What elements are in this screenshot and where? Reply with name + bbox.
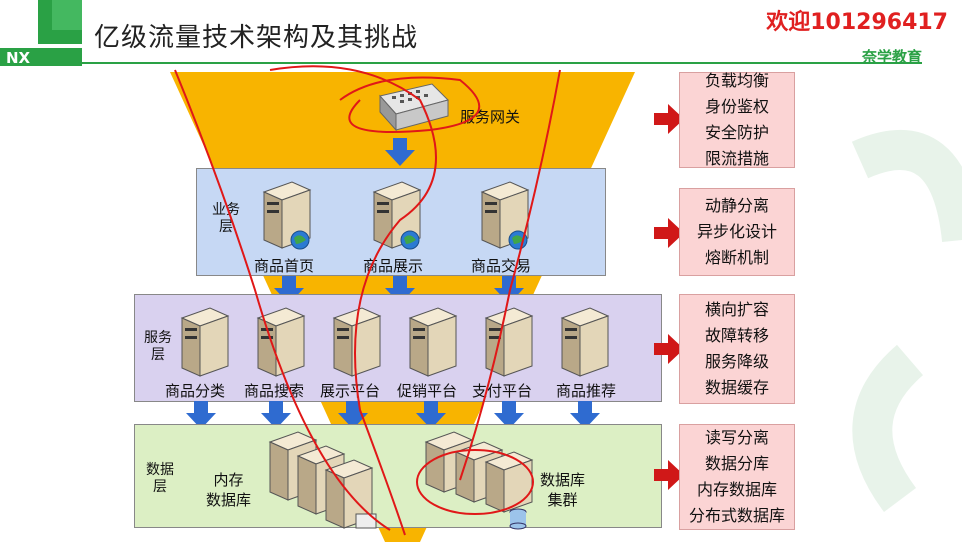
server-icon	[256, 307, 306, 377]
challenge-item: 动静分离	[704, 196, 769, 215]
red-arrow-icon	[654, 104, 684, 134]
handwritten-annotation	[174, 65, 561, 536]
challenge-item: 服务降级	[704, 352, 769, 371]
challenge-item: 横向扩容	[704, 300, 769, 319]
down-arrow-icon	[385, 276, 415, 304]
brand-logo: NX	[0, 0, 82, 67]
server-icon	[480, 181, 530, 250]
welcome-text: 欢迎101296417	[766, 10, 948, 35]
background-decoration	[851, 130, 962, 512]
red-arrow-icon	[654, 334, 684, 364]
down-arrow-icon	[261, 401, 291, 429]
service-item-label: 促销平台	[397, 382, 458, 400]
challenge-item: 内存数据库	[696, 480, 777, 499]
server-icon	[262, 181, 312, 250]
challenge-item: 数据缓存	[704, 378, 769, 397]
logo-text: NX	[6, 49, 31, 66]
down-arrow-icon	[338, 401, 368, 429]
red-arrow-icon	[654, 460, 684, 490]
challenge-item: 异步化设计	[696, 222, 777, 241]
gateway-device-icon	[379, 83, 449, 132]
challenge-item: 安全防护	[704, 123, 769, 142]
challenge-item: 数据分库	[704, 454, 769, 473]
db-cluster-label: 数据库 集群	[540, 471, 586, 509]
server-icon	[180, 307, 230, 377]
org-name: 奈学教育	[861, 48, 922, 66]
red-arrow-icon	[654, 218, 684, 248]
business-item-label: 商品首页	[254, 257, 315, 275]
challenge-item: 限流措施	[704, 149, 769, 168]
challenge-box-service: 横向扩容 故障转移 服务降级 数据缓存	[679, 294, 795, 404]
down-arrow-icon	[570, 401, 600, 429]
server-icon	[372, 181, 422, 250]
title-divider	[82, 62, 922, 64]
gateway-label: 服务网关	[460, 108, 521, 126]
down-arrow-icon	[494, 401, 524, 429]
down-arrow-icon	[274, 276, 304, 304]
business-item-label: 商品展示	[363, 257, 424, 275]
service-item-label: 商品推荐	[556, 382, 617, 400]
challenge-item: 分布式数据库	[688, 506, 785, 525]
page-title: 亿级流量技术架构及其挑战	[94, 23, 419, 53]
challenge-item: 身份鉴权	[704, 97, 769, 116]
data-layer-label: 数据 层	[146, 462, 174, 495]
challenge-item: 负载均衡	[704, 71, 769, 90]
challenge-box-gateway: 负载均衡 身份鉴权 安全防护 限流措施	[679, 71, 795, 168]
server-icon	[332, 307, 382, 377]
service-item-label: 展示平台	[320, 382, 381, 400]
challenge-box-business: 动静分离 异步化设计 熔断机制	[679, 188, 795, 276]
down-arrow-icon	[416, 401, 446, 429]
service-layer-label: 服务 层	[144, 330, 172, 363]
business-layer-label: 业务 层	[212, 202, 240, 235]
memory-db-label: 内存 数据库	[206, 471, 252, 509]
service-item-label: 商品分类	[165, 382, 226, 400]
challenge-item: 读写分离	[704, 428, 769, 447]
challenge-item: 故障转移	[704, 326, 769, 345]
challenge-item: 熔断机制	[704, 248, 769, 267]
challenge-box-data: 读写分离 数据分库 内存数据库 分布式数据库	[679, 424, 795, 530]
server-icon	[408, 307, 458, 377]
server-icon	[484, 307, 534, 377]
down-arrow-icon	[385, 138, 415, 166]
server-icon	[560, 307, 610, 377]
down-arrow-icon	[186, 401, 216, 429]
